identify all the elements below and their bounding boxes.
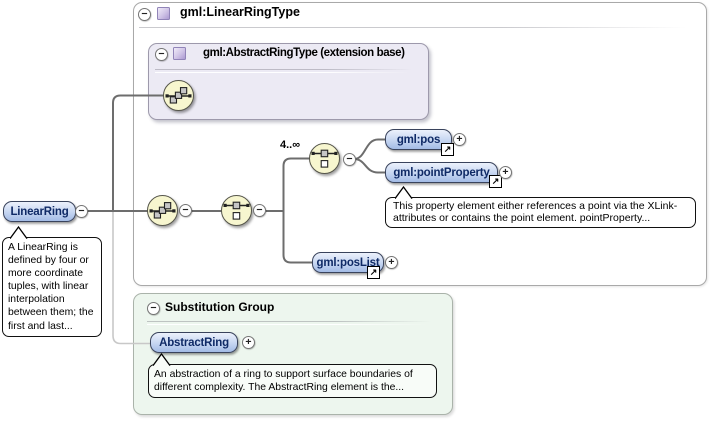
expand-abstractring-button[interactable]: +	[242, 336, 255, 349]
base-type-title: gml:AbstractRingType (extension base)	[203, 47, 405, 59]
header-separator	[155, 69, 417, 73]
reference-glyph: ↗	[369, 267, 378, 277]
expand-gml-pointproperty-button[interactable]: +	[499, 166, 512, 179]
expand-glyph: +	[388, 256, 395, 268]
element-linearring[interactable]: LinearRing	[3, 201, 76, 222]
choice-icon[interactable]	[221, 195, 252, 226]
abstractringtype-box	[148, 43, 429, 120]
collapse-glyph: −	[182, 204, 189, 216]
reference-arrow-icon: ↗	[441, 143, 454, 156]
reference-arrow-icon: ↗	[367, 266, 380, 279]
complex-type-icon	[173, 47, 186, 60]
occurrence-label: 4..∞	[280, 139, 301, 151]
element-gml-pos[interactable]: gml:pos	[385, 129, 452, 150]
collapse-glyph: −	[141, 8, 148, 20]
callout-tail	[153, 353, 171, 366]
expand-gml-pos-button[interactable]: +	[453, 133, 466, 146]
header-separator	[147, 321, 437, 325]
collapse-glyph: −	[158, 48, 165, 60]
callout-tail	[10, 226, 28, 239]
choice-glyph	[223, 201, 250, 220]
collapse-linearringtype-button[interactable]: −	[138, 8, 151, 21]
type-box-title: gml:LinearRingType	[180, 5, 300, 19]
expand-gml-poslist-button[interactable]: +	[385, 256, 398, 269]
sequence-glyph	[149, 202, 176, 219]
expand-glyph: +	[502, 166, 509, 178]
callout-tail	[395, 186, 413, 199]
element-gml-pointproperty[interactable]: gml:pointProperty	[385, 162, 498, 183]
reference-glyph: ↗	[443, 144, 452, 154]
complex-type-icon	[157, 7, 170, 20]
collapse-glyph: −	[346, 153, 353, 165]
collapse-sequence-button[interactable]: −	[179, 204, 192, 217]
reference-arrow-icon: ↗	[489, 175, 502, 188]
collapse-glyph: −	[78, 205, 85, 217]
linearring-annotation: A LinearRing is defined by four or more …	[2, 237, 102, 337]
pointproperty-annotation: This property element either references …	[385, 197, 696, 228]
collapse-inner-choice-button[interactable]: −	[343, 153, 356, 166]
sequence-icon[interactable]	[163, 80, 194, 111]
collapse-linearring-button[interactable]: −	[75, 205, 88, 218]
collapse-abstractringtype-button[interactable]: −	[155, 48, 168, 61]
collapse-glyph: −	[256, 204, 263, 216]
choice-icon[interactable]	[309, 143, 340, 174]
collapse-choice-button[interactable]: −	[253, 204, 266, 217]
sequence-glyph	[165, 87, 192, 104]
substitution-group-title: Substitution Group	[165, 300, 275, 314]
reference-glyph: ↗	[491, 176, 500, 186]
collapse-substitution-button[interactable]: −	[147, 302, 160, 315]
sequence-icon[interactable]	[147, 195, 178, 226]
header-separator	[139, 27, 697, 31]
expand-glyph: +	[245, 336, 252, 348]
element-abstractring[interactable]: AbstractRing	[150, 332, 238, 353]
element-gml-poslist[interactable]: gml:posList	[312, 252, 384, 273]
collapse-glyph: −	[150, 302, 157, 314]
expand-glyph: +	[456, 133, 463, 145]
choice-glyph	[311, 149, 338, 168]
abstractring-annotation: An abstraction of a ring to support surf…	[148, 364, 437, 399]
